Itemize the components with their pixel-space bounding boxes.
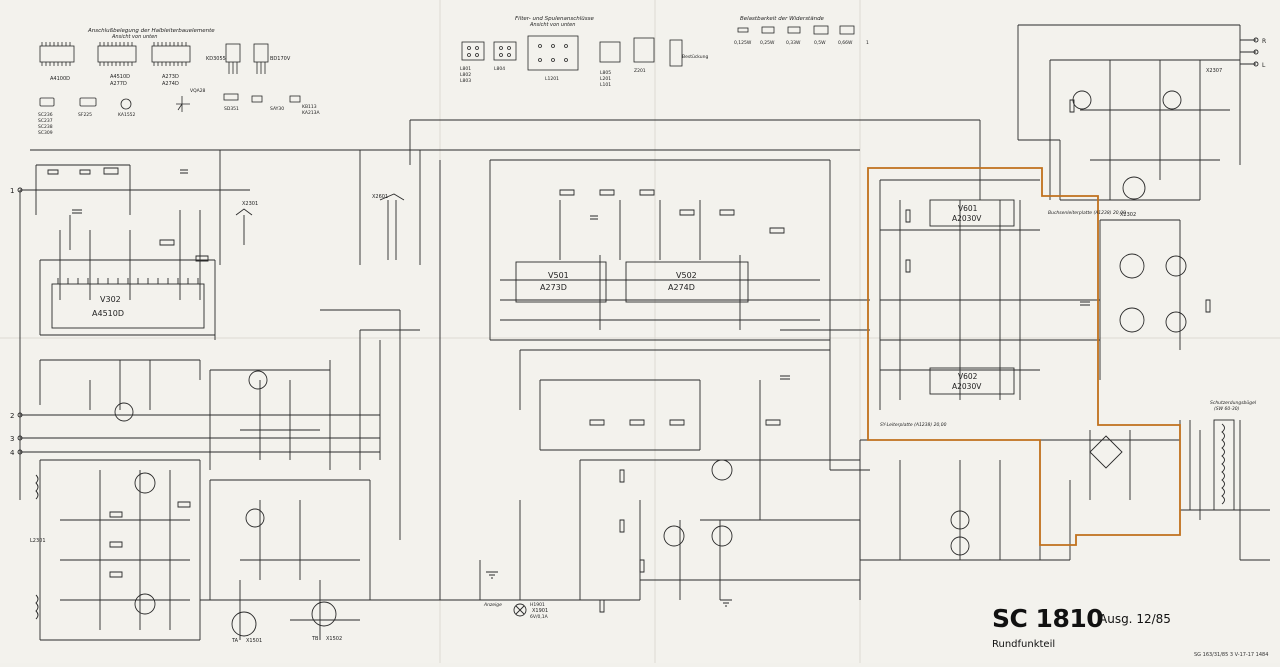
connector-x1901: X1901 [532, 608, 548, 614]
lamp-type: 6V/0,1A [530, 614, 549, 620]
part-label-sc309: SC309 [38, 130, 53, 136]
ic-label-a4510d: A4510D [110, 74, 130, 80]
coil-label-l802: L802 [460, 72, 471, 78]
coil-l2301: L2301 [30, 538, 46, 544]
legend-semi-subheading: Ansicht von unten [111, 34, 157, 40]
connector-x2307: X2307 [1206, 68, 1222, 74]
ic-v601-body [929, 199, 1015, 227]
ic-v602-body [929, 367, 1015, 395]
component-labels: V302 A4510D V501 A273D V502 A274D V601 A… [10, 38, 1266, 644]
main-wiring [19, 24, 1270, 641]
document-code: SG 163/31/85 3 V-17-17 1484 [1194, 652, 1269, 658]
connector-x1501-label: TA [231, 638, 239, 644]
connector-x2301: X2301 [242, 201, 258, 207]
coil-label-l805: L805 [600, 70, 611, 76]
ic-label-a4100d: A4100D [50, 76, 70, 82]
speaker-r: R [1262, 38, 1266, 45]
v502-ref: V502 [676, 271, 697, 280]
components [17, 37, 1259, 637]
v602-type: A2030V [952, 382, 982, 391]
part-label-sd351: SD351 [224, 106, 239, 112]
v501-type: A273D [540, 283, 567, 292]
input-1: 1 [10, 187, 14, 195]
v302-ref: V302 [100, 295, 121, 304]
v601-type: A2030V [952, 214, 982, 223]
connector-x1502-label: TB [311, 636, 319, 642]
connector-x2601: X2601 [372, 194, 388, 200]
input-4: 4 [10, 449, 15, 457]
connector-x2302: X2302 [1120, 212, 1136, 218]
v302-type: A4510D [92, 309, 124, 318]
legend-resistor-ratings: Belastbarkeit der Widerstände 0,125W 0,2… [734, 16, 869, 46]
amp-board-border [867, 167, 1181, 546]
headphone-board-label: Buchsenleiterplatte (A1238) 20,00 [1048, 210, 1126, 216]
part-label-sc237: SC237 [38, 118, 53, 124]
connector-x1502: X1502 [326, 636, 342, 642]
coil-label-bestueckung: Bestückung [682, 54, 708, 60]
legend-coils-subheading: Ansicht von unten [529, 22, 575, 28]
v501-ref: V501 [548, 271, 569, 280]
input-3: 3 [10, 435, 14, 443]
coil-label-l803: L803 [460, 78, 471, 84]
part-label-ka213a: KA213A [302, 110, 321, 116]
rating-0125w: 0,125W [734, 40, 752, 46]
model-title: SC 1810 [992, 604, 1104, 633]
part-label-kb113: KB113 [302, 104, 317, 110]
tr-label-kd3055: KD3055 [206, 56, 226, 62]
coil-label-l101: L101 [600, 82, 611, 88]
ic-label-a274d: A274D [162, 81, 179, 87]
legend-semi-heading: Anschlußbelegung der Halbleiterbauelemen… [87, 28, 215, 34]
ic-label-a273d: A273D [162, 74, 179, 80]
part-label-say30: SAY30 [270, 106, 284, 112]
transformer-label: Schutzerdungsbügel [1210, 400, 1257, 406]
connector-x1501: X1501 [246, 638, 262, 644]
input-2: 2 [10, 412, 14, 420]
v502-type: A274D [668, 283, 695, 292]
coil-label-l201: L201 [600, 76, 611, 82]
legend-resistor-heading: Belastbarkeit der Widerstände [740, 16, 825, 22]
rating-025w: 0,25W [760, 40, 775, 46]
v602-ref: V602 [958, 372, 978, 381]
tr-label-bd170: BD170V [270, 56, 291, 62]
ic-v501-body [515, 261, 607, 303]
legend-coils-heading: Filter- und Spulenanschlüsse [515, 16, 595, 22]
rating-1: 1 [866, 40, 869, 46]
coil-label-z201: Z201 [634, 68, 646, 74]
ic-v302-body [51, 283, 205, 329]
subtitle-label: Rundfunkteil [992, 639, 1056, 650]
ic-v502-body [625, 261, 749, 303]
title-block: SC 1810 Ausg. 12/85 Rundfunkteil SG 163/… [992, 604, 1272, 659]
v601-ref: V601 [958, 204, 978, 213]
part-label-sc238: SC238 [38, 124, 53, 130]
part-label-ka1552: KA1552 [118, 112, 136, 118]
edition-label: Ausg. 12/85 [1099, 612, 1171, 626]
display-label: Anzeige [483, 602, 502, 608]
coil-label-l1201: L1201 [545, 76, 559, 82]
rating-066w: 0,66W [838, 40, 853, 46]
rating-033w: 0,33W [786, 40, 801, 46]
coil-label-l801: L801 [460, 66, 471, 72]
lamp-label: H1901 [530, 602, 545, 608]
legend-semiconductors: Anschlußbelegung der Halbleiterbauelemen… [38, 28, 321, 136]
ic-label-a277d: A277D [110, 81, 127, 87]
coil-label-l804: L804 [494, 66, 505, 72]
part-label-vqa28: VQA28 [190, 88, 206, 94]
part-label-sf225: SF225 [78, 112, 92, 118]
part-label-sc236: SC236 [38, 112, 53, 118]
amp-board-label: SY-Leiterplatte (A1238) 20,00 [880, 422, 947, 428]
transformer-sub: (SW 60-30) [1214, 406, 1240, 412]
rating-05w: 0,5W [814, 40, 826, 46]
speaker-l: L [1262, 62, 1266, 69]
legend-coils: Filter- und Spulenanschlüsse Ansicht von… [460, 16, 708, 88]
